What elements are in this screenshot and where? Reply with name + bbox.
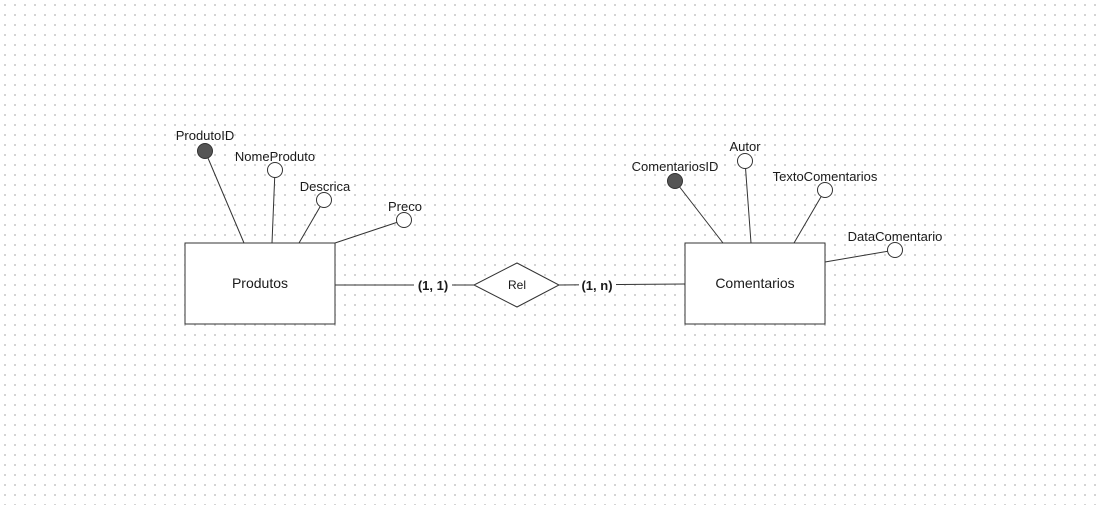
cardinality-right-bg (579, 278, 616, 293)
attribute-nome-produto-marker[interactable] (267, 162, 283, 178)
relationship-diamond[interactable] (472, 262, 561, 308)
connector-comentarios-id (674, 180, 724, 244)
attribute-autor-marker[interactable] (737, 153, 753, 169)
entity-comentarios[interactable]: Comentarios (684, 242, 826, 325)
attribute-comentarios-id-label: ComentariosID (632, 159, 719, 174)
connector-rel-comentarios (558, 283, 686, 286)
connector-texto-comentarios (793, 189, 826, 244)
attribute-preco-marker[interactable] (396, 212, 412, 228)
attribute-preco-label: Preco (388, 199, 422, 214)
connector-data-comentario (824, 249, 896, 263)
connector-autor (744, 160, 752, 244)
attribute-autor-label: Autor (729, 139, 761, 154)
attribute-nome-produto-label: NomeProduto (235, 149, 315, 164)
attribute-comentarios-id-key-marker[interactable] (667, 173, 683, 189)
entity-comentarios-box[interactable] (684, 242, 826, 325)
attribute-data-comentario-label: DataComentario (848, 229, 943, 244)
connector-descrica (298, 199, 325, 244)
attribute-produto-id-label: ProdutoID (176, 128, 235, 143)
attribute-texto-comentarios-label: TextoComentarios (773, 169, 878, 184)
connector-produto-id (204, 150, 245, 244)
entity-produtos-label: Produtos (232, 275, 288, 291)
cardinality-left-bg (414, 278, 452, 293)
attribute-descrica-marker[interactable] (316, 192, 332, 208)
cardinality-right[interactable]: (1, n) (581, 278, 612, 293)
connector-preco (334, 219, 405, 244)
attribute-data-comentario-marker[interactable] (887, 242, 903, 258)
cardinality-left[interactable]: (1, 1) (418, 278, 448, 293)
entity-produtos[interactable]: Produtos (184, 242, 336, 325)
entity-produtos-box[interactable] (184, 242, 336, 325)
entity-comentarios-label: Comentarios (715, 275, 794, 291)
relationship-rel[interactable]: Rel (472, 262, 561, 308)
attribute-texto-comentarios-marker[interactable] (817, 182, 833, 198)
attribute-descrica-label: Descrica (300, 179, 351, 194)
connector-nome-produto (271, 169, 276, 244)
relationship-label: Rel (508, 278, 526, 292)
attribute-produto-id-key-marker[interactable] (197, 143, 213, 159)
